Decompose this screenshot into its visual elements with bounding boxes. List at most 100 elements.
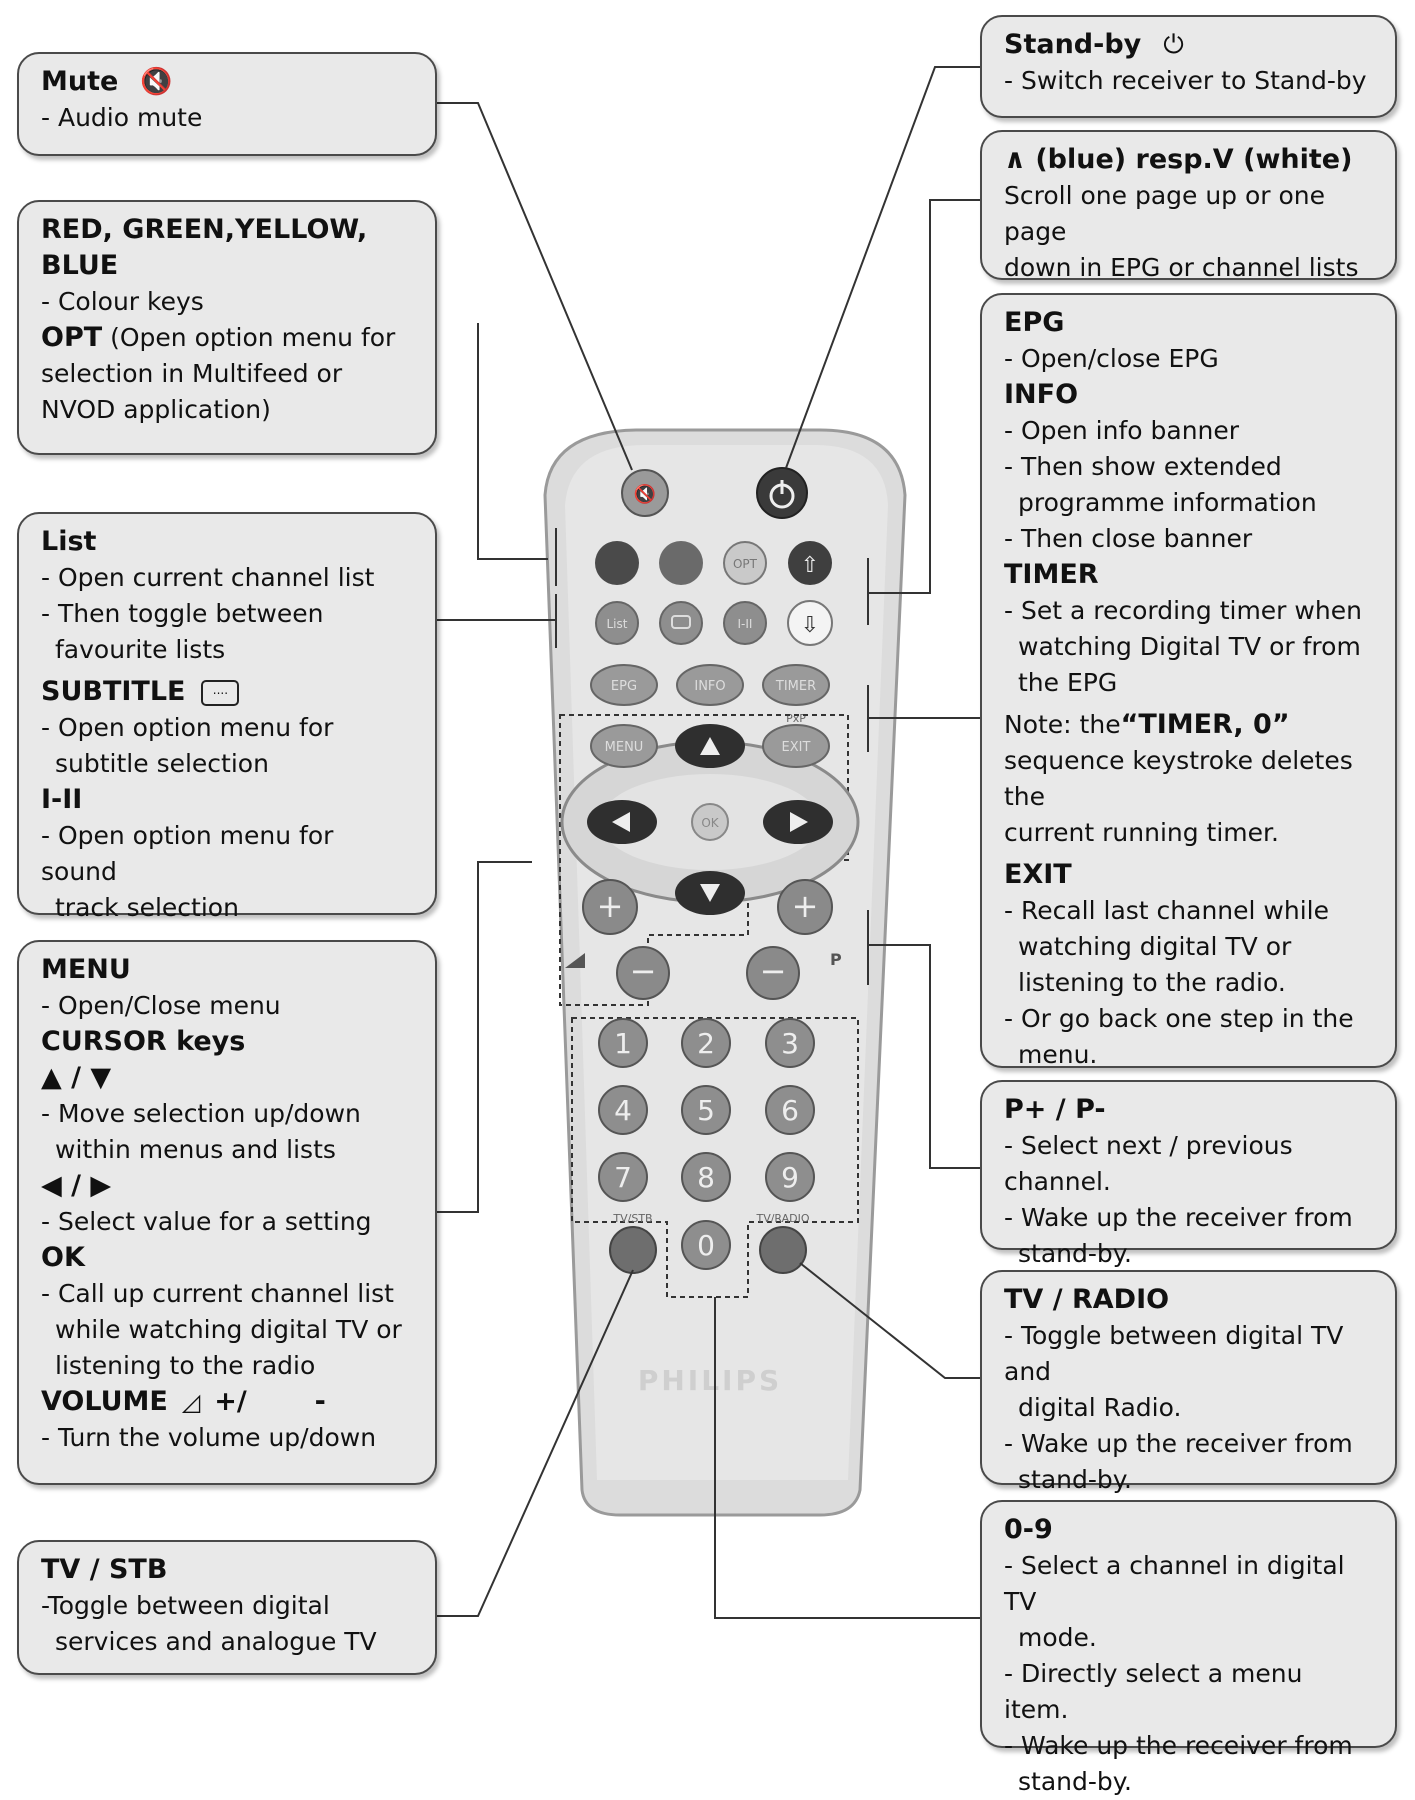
volume-plus: +/ [214,1386,247,1417]
tvstb-title: TV / STB [41,1554,168,1585]
volume-down-key[interactable]: − [616,946,670,1000]
page-down-key[interactable]: ⇩ [787,600,833,646]
digit-label: 3 [781,1027,799,1060]
cursor-desc-2: within menus and lists [55,1135,336,1164]
mute-title: Mute [41,66,119,97]
cursor-leftright: ◀ / ▶ [41,1170,112,1201]
digit-key-6[interactable]: 6 [765,1085,815,1135]
remote-diagram: 🔇 OPT ⇧ List I-II ⇩ EPG INFO [437,66,980,1619]
menu-desc: - Open/Close menu [41,991,281,1020]
svg-text:MENU: MENU [605,740,644,755]
cursor-left-key[interactable] [587,800,657,844]
digits-title: 0-9 [1004,1514,1053,1545]
tv-radio-box: TV / RADIO - Toggle between digital TV a… [980,1270,1397,1494]
timer-key[interactable]: TIMER [762,664,830,706]
subtitle-icon: .... [201,680,240,706]
digit-label: 6 [781,1094,799,1127]
standby-title: Stand-by [1004,29,1142,60]
digit-key-8[interactable]: 8 [681,1152,731,1202]
cursor-right-key[interactable] [763,800,833,844]
svg-text:OK: OK [701,816,719,830]
tv-stb-box: TV / STB -Toggle between digital service… [17,1540,437,1675]
exit-key[interactable]: EXIT [762,724,830,768]
digit-key-0[interactable]: 0 [681,1220,731,1270]
subtitle-key[interactable] [659,601,703,645]
ok-key[interactable]: OK [691,803,729,841]
digit-key-4[interactable]: 4 [598,1085,648,1135]
volume-up-key[interactable]: + [582,879,638,935]
program-down-key[interactable]: − [746,946,800,1000]
svg-text:−: − [630,952,657,990]
digit-key-5[interactable]: 5 [681,1085,731,1135]
tvradio-desc-4: stand-by. [1018,1465,1132,1494]
menu-key[interactable]: MENU [590,724,658,768]
mute-key[interactable]: 🔇 [621,469,669,517]
i-ii-key[interactable]: I-II [723,601,767,645]
list-key[interactable]: List [595,601,639,645]
ok-desc-1: - Call up current channel list [41,1279,394,1308]
program-up-key[interactable]: + [777,879,833,935]
page-up-key[interactable]: ⇧ [788,541,832,585]
digit-key-1[interactable]: 1 [598,1018,648,1068]
opt-key[interactable]: OPT [723,541,767,585]
colour-title: RED, GREEN,YELLOW, [41,214,368,245]
standby-key[interactable] [756,467,808,519]
cursor-down-key[interactable] [675,871,745,915]
scroll-desc-1: Scroll one page up or one page [1004,181,1326,246]
exit-title: EXIT [1004,859,1072,890]
svg-text:TIMER: TIMER [775,679,816,694]
standby-box: Stand-by ⏻ - Switch receiver to Stand-by [980,15,1397,118]
digit-key-9[interactable]: 9 [765,1152,815,1202]
opt-title: OPT [41,322,103,353]
digits-desc-1: - Select a channel in digital TV [1004,1551,1345,1616]
tv-stb-key[interactable] [609,1226,657,1274]
digit-key-3[interactable]: 3 [765,1018,815,1068]
scroll-title: ∧ (blue) resp.V (white) [1004,144,1353,175]
info-key[interactable]: INFO [676,664,744,706]
pp-desc-2: - Wake up the receiver from [1004,1203,1353,1232]
epg-box: EPG - Open/close EPG INFO - Open info ba… [980,293,1397,1069]
epg-desc: - Open/close EPG [1004,344,1219,373]
menu-box: MENU - Open/Close menu CURSOR keys ▲ / ▼… [17,940,437,1485]
svg-text:OPT: OPT [733,557,758,571]
info-desc-2: - Then show extended [1004,452,1282,481]
subtitle-desc-2: subtitle selection [55,749,269,778]
subtitle-desc-1: - Open option menu for [41,713,334,742]
digit-label: 4 [614,1094,632,1127]
note-bold: “TIMER, 0” [1120,709,1290,740]
timer-desc-3: the EPG [1018,668,1118,697]
scroll-box: ∧ (blue) resp.V (white) Scroll one page … [980,130,1397,282]
pp-desc-1: - Select next / previous channel. [1004,1131,1293,1196]
green-key[interactable] [659,541,703,585]
exit-desc-2: watching digital TV or [1018,932,1292,961]
opt-desc: (Open option menu for [102,323,396,352]
red-key[interactable] [595,541,639,585]
power-icon: ⏻ [1163,30,1184,60]
volume-minus: - [314,1386,326,1417]
svg-text:+: + [792,887,819,925]
note-prefix: Note: the [1004,710,1121,739]
epg-key[interactable]: EPG [590,664,658,706]
note-desc-1: sequence keystroke deletes the [1004,746,1353,811]
svg-text:+: + [597,887,624,925]
ok-desc-2: while watching digital TV or [55,1315,402,1344]
tvradio-desc-3: - Wake up the receiver from [1004,1429,1353,1458]
cursor-desc-3: - Select value for a setting [41,1207,372,1236]
program-box: P+ / P- - Select next / previous channel… [980,1080,1397,1268]
svg-text:EPG: EPG [611,679,637,694]
svg-text:INFO: INFO [694,679,725,694]
volume-icon [565,953,585,968]
digits-desc-2: mode. [1018,1623,1097,1652]
colour-desc: - Colour keys [41,287,204,316]
tvradio-desc-2: digital Radio. [1018,1393,1182,1422]
brand-logo: PHILIPS [638,1364,782,1397]
digit-label: 1 [614,1027,632,1060]
tv-radio-key[interactable] [759,1226,807,1274]
exit-desc-1: - Recall last channel while [1004,896,1329,925]
digit-key-2[interactable]: 2 [681,1018,731,1068]
tvradio-title: TV / RADIO [1004,1284,1170,1315]
colour-keys-box: RED, GREEN,YELLOW, BLUE - Colour keys OP… [17,200,437,455]
ok-title: OK [41,1242,85,1273]
cursor-up-key[interactable] [675,724,745,768]
digit-key-7[interactable]: 7 [598,1152,648,1202]
